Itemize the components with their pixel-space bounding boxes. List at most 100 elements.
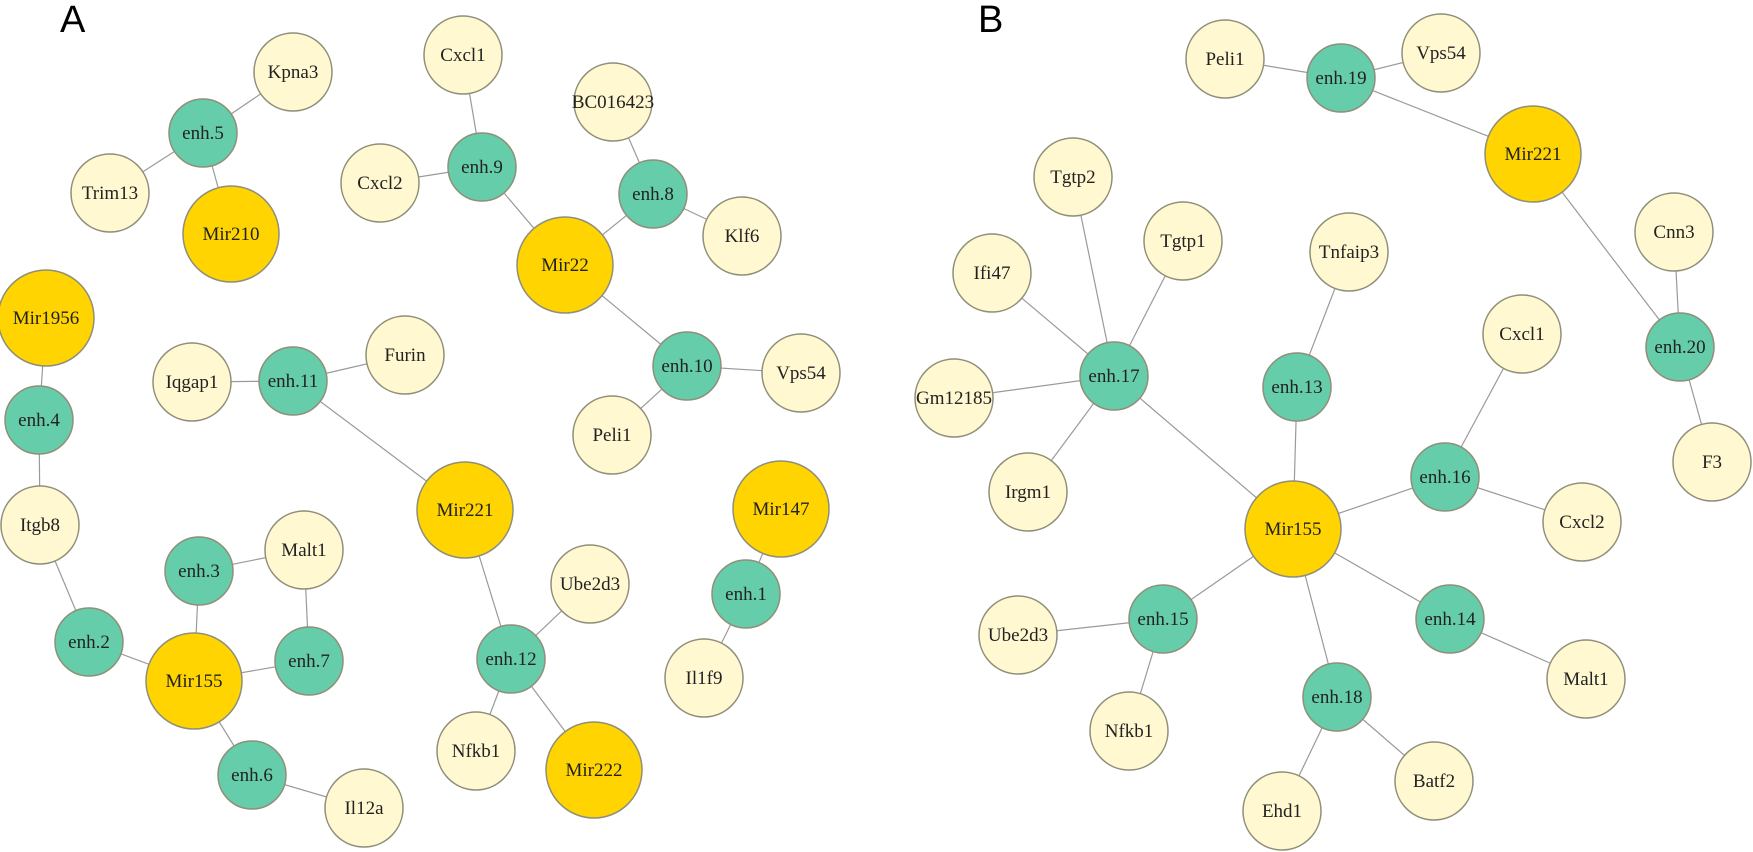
node-circle-a-itgb8 xyxy=(0,485,80,565)
node-circle-b-cnn3 xyxy=(1634,192,1714,272)
node-label-a-enh7: enh.7 xyxy=(288,651,330,672)
node-a-vps54: Vps54 xyxy=(761,333,841,413)
node-circle-b-mir221 xyxy=(1484,105,1582,203)
node-label-a-enh5: enh.5 xyxy=(182,123,224,144)
node-b-cnn3: Cnn3 xyxy=(1634,192,1714,272)
node-circle-a-cxcl1 xyxy=(423,15,503,95)
node-circle-b-enh14 xyxy=(1415,584,1485,654)
node-a-enh9: enh.9 xyxy=(447,132,517,202)
node-b-enh15: enh.15 xyxy=(1128,584,1198,654)
node-label-a-mir22: Mir22 xyxy=(541,255,589,276)
node-a-malt1: Malt1 xyxy=(264,510,344,590)
node-label-b-enh15: enh.15 xyxy=(1137,609,1188,630)
node-a-enh7: enh.7 xyxy=(274,626,344,696)
node-circle-b-mir155 xyxy=(1244,480,1342,578)
node-label-b-enh18: enh.18 xyxy=(1311,687,1362,708)
node-a-mir1956: Mir1956 xyxy=(0,269,95,367)
node-circle-a-enh8 xyxy=(618,159,688,229)
node-a-nfkb1: Nfkb1 xyxy=(436,711,516,791)
panel-a-label: A xyxy=(60,0,86,41)
node-circle-b-peli1 xyxy=(1185,19,1265,99)
node-a-kpna3: Kpna3 xyxy=(253,32,333,112)
node-label-a-il1f9: Il1f9 xyxy=(686,668,723,689)
node-circle-a-mir222 xyxy=(545,721,643,819)
node-label-b-malt1: Malt1 xyxy=(1563,669,1608,690)
node-a-enh6: enh.6 xyxy=(217,740,287,810)
edge-layer xyxy=(38,52,1713,812)
node-label-b-vps54: Vps54 xyxy=(1416,43,1466,64)
node-a-enh3: enh.3 xyxy=(164,536,234,606)
node-label-a-cxcl1: Cxcl1 xyxy=(440,45,485,66)
node-label-b-ehd1: Ehd1 xyxy=(1262,801,1302,822)
node-circle-a-il12a xyxy=(324,768,404,848)
node-circle-b-nfkb1 xyxy=(1089,691,1169,771)
node-circle-a-enh1 xyxy=(711,559,781,629)
node-circle-b-vps54 xyxy=(1401,13,1481,93)
node-a-cxcl2: Cxcl2 xyxy=(340,143,420,223)
node-label-b-enh13: enh.13 xyxy=(1271,377,1322,398)
node-a-furin: Furin xyxy=(365,315,445,395)
node-b-tnfaip3: Tnfaip3 xyxy=(1309,212,1389,292)
node-circle-b-enh15 xyxy=(1128,584,1198,654)
node-label-a-mir155: Mir155 xyxy=(166,671,223,692)
node-b-enh14: enh.14 xyxy=(1415,584,1485,654)
node-circle-a-bc016423 xyxy=(573,62,653,142)
node-label-a-il12a: Il12a xyxy=(344,798,384,819)
node-label-b-mir155: Mir155 xyxy=(1265,519,1322,540)
node-a-mir221: Mir221 xyxy=(416,461,514,559)
node-circle-b-enh13 xyxy=(1262,352,1332,422)
node-b-enh18: enh.18 xyxy=(1302,662,1372,732)
node-a-enh11: enh.11 xyxy=(258,346,328,416)
node-circle-a-enh9 xyxy=(447,132,517,202)
node-a-ube2d3: Ube2d3 xyxy=(550,544,630,624)
node-b-tgtp1: Tgtp1 xyxy=(1143,201,1223,281)
node-circle-b-irgm1 xyxy=(988,452,1068,532)
node-circle-a-cxcl2 xyxy=(340,143,420,223)
node-a-mir210: Mir210 xyxy=(182,185,280,283)
node-label-a-enh10: enh.10 xyxy=(661,356,712,377)
node-a-iqgap1: Iqgap1 xyxy=(152,342,232,422)
node-label-a-enh8: enh.8 xyxy=(632,184,674,205)
node-label-b-enh14: enh.14 xyxy=(1424,609,1476,630)
node-circle-a-ube2d3 xyxy=(550,544,630,624)
node-label-a-enh12: enh.12 xyxy=(485,649,536,670)
panel-b-label: B xyxy=(978,0,1003,41)
node-a-enh8: enh.8 xyxy=(618,159,688,229)
node-circle-b-tgtp2 xyxy=(1033,137,1113,217)
node-label-a-trim13: Trim13 xyxy=(82,183,138,204)
node-a-mir222: Mir222 xyxy=(545,721,643,819)
node-label-a-peli1: Peli1 xyxy=(592,425,631,446)
node-label-b-ube2d3: Ube2d3 xyxy=(988,625,1048,646)
node-a-il12a: Il12a xyxy=(324,768,404,848)
node-label-a-klf6: Klf6 xyxy=(725,226,760,247)
node-circle-a-enh12 xyxy=(476,624,546,694)
node-label-b-gm12185: Gm12185 xyxy=(916,388,992,409)
node-label-a-malt1: Malt1 xyxy=(281,540,326,561)
node-circle-a-klf6 xyxy=(702,196,782,276)
node-label-b-enh16: enh.16 xyxy=(1419,467,1470,488)
node-circle-a-trim13 xyxy=(70,153,150,233)
node-circle-b-cxcl1 xyxy=(1482,294,1562,374)
node-label-a-mir147: Mir147 xyxy=(753,499,810,520)
node-circle-b-enh18 xyxy=(1302,662,1372,732)
node-circle-a-vps54 xyxy=(761,333,841,413)
node-circle-b-enh19 xyxy=(1306,43,1376,113)
node-circle-a-enh3 xyxy=(164,536,234,606)
node-a-trim13: Trim13 xyxy=(70,153,150,233)
node-label-a-enh2: enh.2 xyxy=(68,632,110,653)
node-circle-b-ube2d3 xyxy=(978,595,1058,675)
node-b-cxcl2: Cxcl2 xyxy=(1542,482,1622,562)
node-label-a-kpna3: Kpna3 xyxy=(268,62,319,83)
node-a-mir155: Mir155 xyxy=(145,632,243,730)
node-circle-a-enh4 xyxy=(4,385,74,455)
node-label-b-batf2: Batf2 xyxy=(1413,771,1455,792)
node-circle-b-ifi47 xyxy=(952,233,1032,313)
node-b-mir221: Mir221 xyxy=(1484,105,1582,203)
node-b-nfkb1: Nfkb1 xyxy=(1089,691,1169,771)
node-label-a-enh9: enh.9 xyxy=(461,157,503,178)
node-a-mir147: Mir147 xyxy=(732,460,830,558)
node-circle-a-il1f9 xyxy=(664,638,744,718)
node-label-a-mir222: Mir222 xyxy=(566,760,623,781)
node-label-a-enh1: enh.1 xyxy=(725,584,767,605)
node-label-b-irgm1: Irgm1 xyxy=(1005,482,1051,503)
